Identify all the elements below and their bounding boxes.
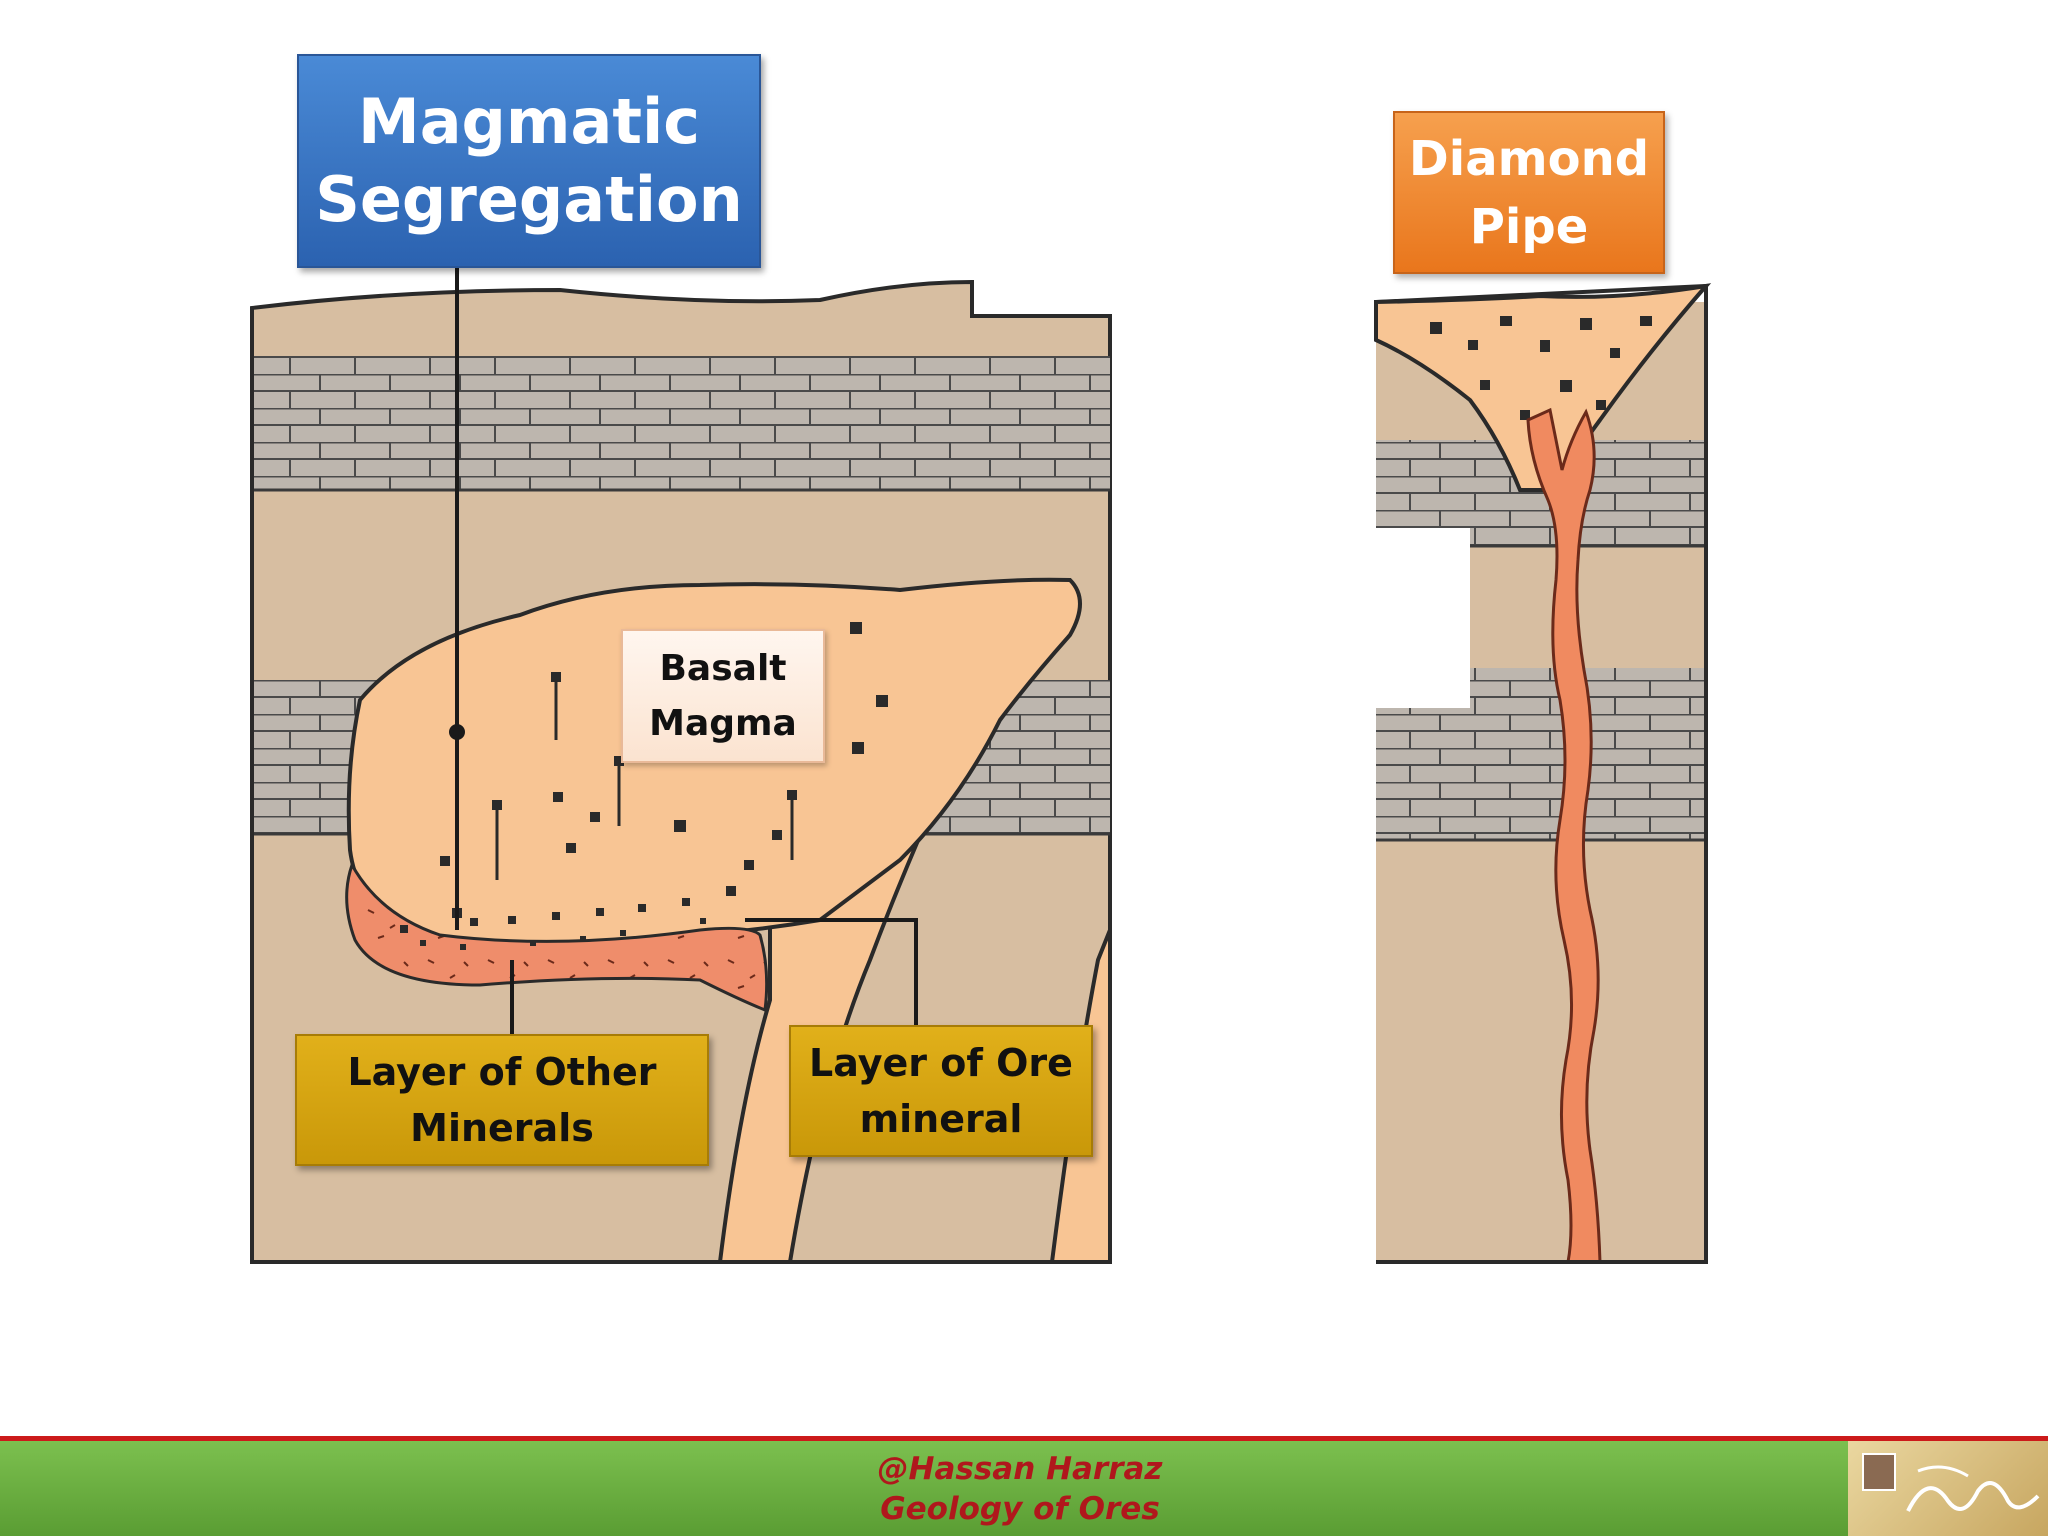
ore-mineral-layer	[345, 861, 769, 1013]
footer-credit-line2: Geology of Ores	[880, 1491, 1160, 1527]
geology-diagram	[250, 268, 1712, 1264]
limestone-bed-upper	[254, 356, 1110, 490]
footer-credit: @Hassan Harraz Geology of Ores	[820, 1449, 1220, 1529]
panel-gap	[1374, 528, 1470, 708]
magmatic-title-line1: Magmatic	[358, 85, 700, 158]
ore-mineral-label: Layer of Ore mineral	[789, 1025, 1093, 1157]
ore-mineral-line2: mineral	[859, 1097, 1023, 1141]
basalt-magma-label: Basalt Magma	[621, 629, 825, 763]
magmatic-segregation-title: Magmatic Segregation	[297, 54, 761, 268]
basalt-label-line1: Basalt	[659, 648, 787, 689]
other-minerals-label: Layer of Other Minerals	[295, 1034, 709, 1166]
basalt-label-line2: Magma	[649, 703, 797, 744]
diamond-pipe-title: Diamond Pipe	[1393, 111, 1665, 274]
diamond-title-line2: Pipe	[1469, 198, 1589, 255]
author-avatar	[1862, 1453, 1896, 1491]
signature-logo-mark	[1906, 1465, 2040, 1512]
magmatic-title-line2: Segregation	[315, 163, 743, 236]
leader-lines	[449, 268, 918, 1034]
diamond-title-line1: Diamond	[1408, 130, 1650, 187]
other-minerals-line1: Layer of Other	[347, 1050, 657, 1094]
magmatic-segregation-panel	[250, 268, 1112, 1264]
kimberlite-pipe	[1526, 407, 1602, 1264]
settling-crystals	[400, 622, 888, 950]
ore-mineral-line1: Layer of Ore	[809, 1041, 1073, 1085]
footer-bar: @Hassan Harraz Geology of Ores	[0, 1436, 2048, 1536]
harraz-logo	[1848, 1441, 2048, 1536]
other-minerals-line2: Minerals	[410, 1106, 594, 1150]
diamond-pipe-panel	[1374, 283, 1712, 1264]
breccia-fragments	[1430, 316, 1652, 420]
breccia-cone	[1374, 283, 1712, 492]
footer-credit-line1: @Hassan Harraz	[877, 1451, 1163, 1487]
